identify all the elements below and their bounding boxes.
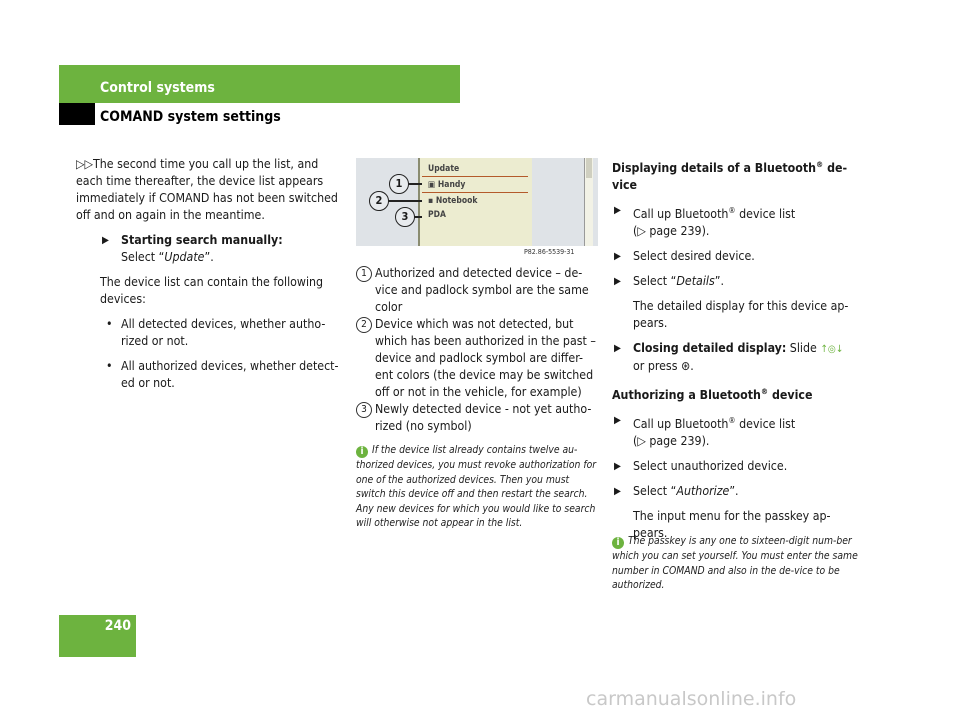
step-call-up-list-2: ▶Call up Bluetooth® device list(▷ page 2… xyxy=(612,412,862,450)
column-left: ▷▷The second time you call up the list, … xyxy=(76,156,346,400)
figure-code: P82.86-5539-31 xyxy=(524,248,575,256)
callout-2: 2 xyxy=(369,191,389,211)
number-3-icon: 3 xyxy=(356,402,372,418)
header-tab-marker xyxy=(59,103,95,125)
details-result: The detailed display for this device ap-… xyxy=(633,299,849,331)
bullet-icon: • xyxy=(106,359,113,373)
arrow-icon: ▶ xyxy=(614,415,621,427)
bullet-item: •All authorized devices, whether detect-… xyxy=(106,359,339,390)
step-select-authorize: ▶Select “Authorize”. xyxy=(614,484,739,499)
number-2-icon: 2 xyxy=(356,317,372,333)
arrow-icon: ▶ xyxy=(614,486,621,498)
arrow-icon: ▶ xyxy=(614,205,621,217)
scrollbar xyxy=(584,158,593,246)
arrow-icon: ▶ xyxy=(614,276,621,288)
controller-press-icon: ⊛ xyxy=(680,359,691,374)
step-select-device: ▶Select desired device. xyxy=(614,249,755,264)
step-call-up-list: ▶Call up Bluetooth® device list(▷ page 2… xyxy=(612,202,862,240)
arrow-icon: ▶ xyxy=(614,343,621,355)
subsection-title: COMAND system settings xyxy=(100,109,281,125)
device-list-paragraph: The device list can contain the followin… xyxy=(100,275,324,306)
arrow-icon: ▶ xyxy=(614,461,621,473)
arrow-icon: ▶ xyxy=(102,235,109,246)
controller-slide-icon: ↑◎↓ xyxy=(820,344,844,356)
column-right: Displaying details of a Bluetooth® de-vi… xyxy=(612,156,862,550)
passkey-result: The input menu for the passkey ap-pears. xyxy=(633,509,831,541)
bullet-icon: • xyxy=(106,317,113,331)
device-list-figure: Update ▣ Handy ▪ Notebook PDA 1 2 3 xyxy=(356,158,598,246)
heading-authorizing: Authorizing a Bluetooth® device xyxy=(612,387,813,403)
step-select-unauthorized: ▶Select unauthorized device. xyxy=(614,459,788,474)
heading-display-details: Displaying details of a Bluetooth® de-vi… xyxy=(612,160,848,193)
page-number-box xyxy=(59,615,136,657)
header-bar xyxy=(59,65,460,103)
step-start-search: ▶ Starting search manually: Select “Upda… xyxy=(102,233,283,264)
list-item-handy: ▣ Handy xyxy=(428,180,466,190)
callout-1: 1 xyxy=(389,174,409,194)
continuation-icon: ▷▷ xyxy=(76,157,94,171)
page-number: 240 xyxy=(104,618,131,634)
section-title: Control systems xyxy=(100,80,215,96)
info-icon: i xyxy=(612,537,624,549)
list-item-update: Update xyxy=(428,164,460,174)
bullet-item: •All detected devices, whether autho-riz… xyxy=(106,317,326,348)
watermark: carmanualsonline.info xyxy=(586,688,797,710)
step-close-details: ▶Closing detailed display: Slide ↑◎↓or p… xyxy=(614,341,844,374)
step-select-details: ▶Select “Details”. xyxy=(614,274,724,289)
info-icon: i xyxy=(356,446,368,458)
arrow-icon: ▶ xyxy=(614,251,621,263)
list-item-notebook: ▪ Notebook xyxy=(428,196,478,206)
number-1-icon: 1 xyxy=(356,266,372,282)
callout-3: 3 xyxy=(395,207,415,227)
list-item-pda: PDA xyxy=(428,210,446,220)
comand-screen: Update ▣ Handy ▪ Notebook PDA xyxy=(418,158,593,246)
intro-paragraph: ▷▷The second time you call up the list, … xyxy=(76,157,338,222)
